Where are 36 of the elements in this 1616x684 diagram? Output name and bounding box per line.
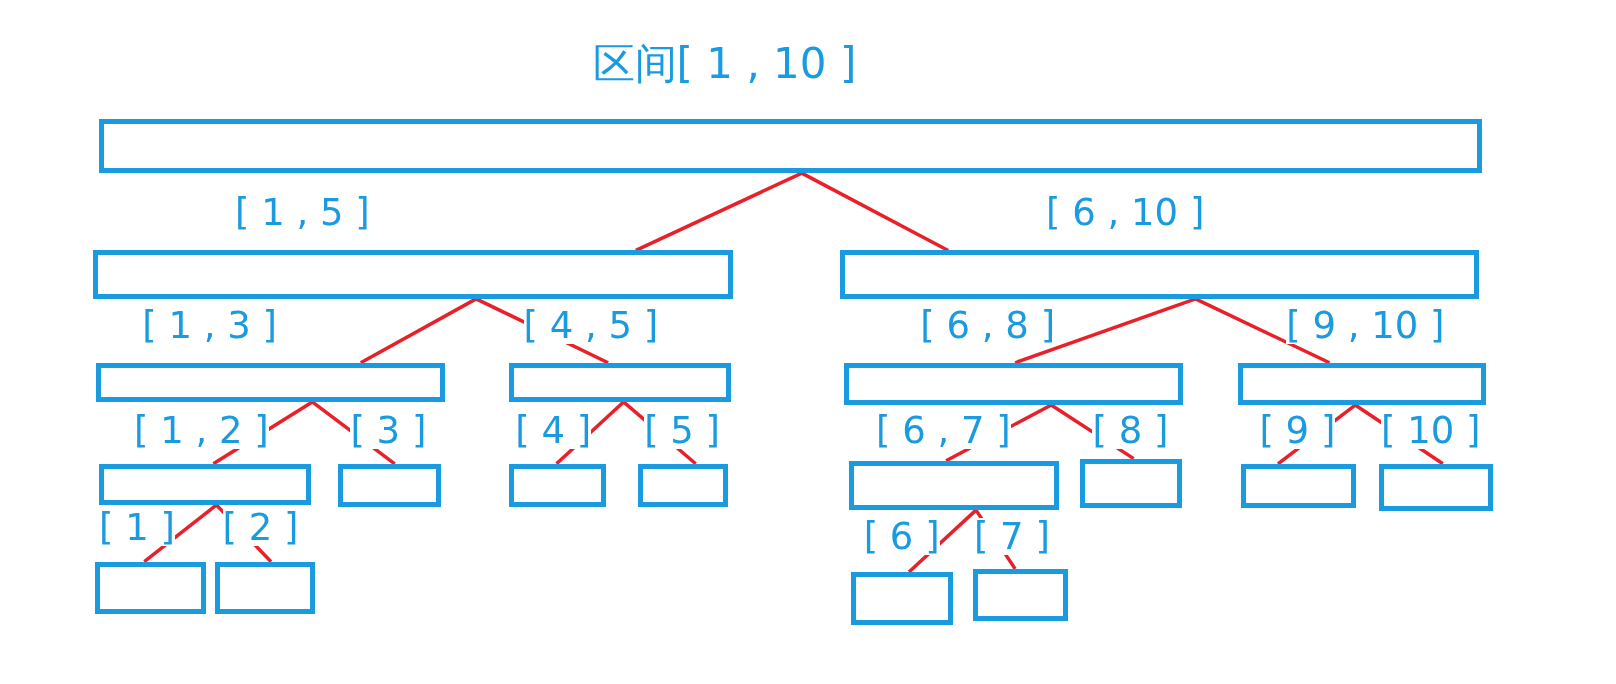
connector-line [1014,297,1197,365]
segment-box [509,463,606,508]
segment-box [95,362,446,402]
range-label: [ 1 , 3 ] [142,307,277,345]
range-label: [ 4 ] [515,412,592,450]
range-label: [ 6 ] [863,518,940,556]
segment-box [98,118,1482,174]
range-label: [ 9 , 10 ] [1286,307,1445,345]
range-label: [ 2 ] [222,509,299,547]
segment-box [1080,458,1183,509]
segment-box [94,561,207,615]
connector-line [801,171,949,252]
range-label: [ 3 ] [350,412,427,450]
segment-box [98,463,312,505]
segment-box [844,362,1184,405]
segment-box [92,250,733,299]
segment-box [338,463,442,508]
segment-box [215,561,316,615]
range-label: [ 9 ] [1259,412,1336,450]
connector-line [359,297,477,365]
connector-line [143,503,218,564]
segment-box [637,463,728,508]
segment-box [849,460,1060,511]
range-label: [ 8 ] [1092,412,1169,450]
segment-box [839,250,1479,299]
segment-box [509,362,731,402]
range-label: [ 6 , 7 ] [876,412,1011,450]
connector-line [1194,297,1331,365]
segment-box [1240,463,1357,509]
segment-box [851,572,954,625]
range-label: [ 10 ] [1381,412,1481,450]
segment-box [972,568,1068,622]
segment-box [1237,362,1487,405]
segment-box [1378,463,1494,512]
range-label: [ 6 , 10 ] [1046,193,1205,231]
connector-line [907,508,978,574]
